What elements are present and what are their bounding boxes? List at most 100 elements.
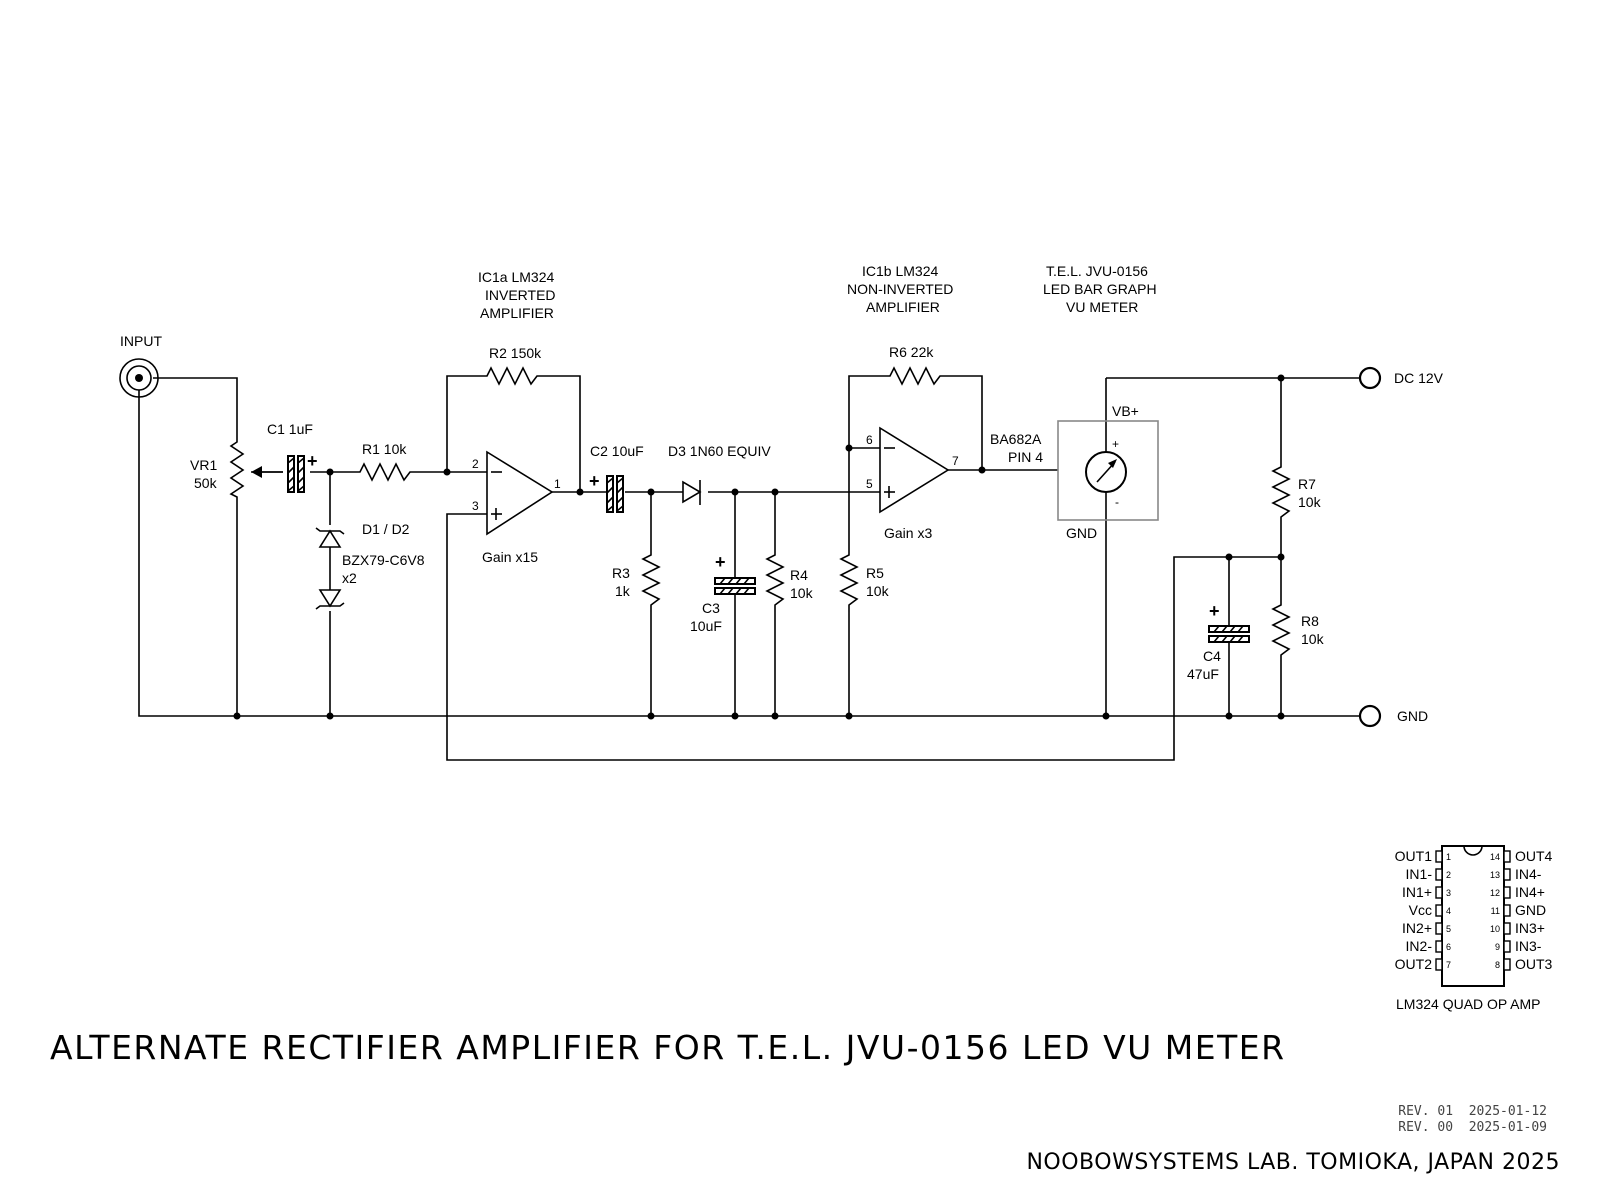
c3-value: 10uF xyxy=(690,618,722,634)
chip-pin xyxy=(1435,886,1443,899)
chip-pin-number: 11 xyxy=(1491,906,1500,916)
ic1a-title: IC1a LM324 xyxy=(478,269,554,285)
gnd-terminal-icon[interactable] xyxy=(1358,704,1382,728)
ic1b-pin5: 5 xyxy=(866,477,873,491)
vr1-potentiometer xyxy=(229,437,283,500)
chip-pin-number: 7 xyxy=(1446,960,1451,970)
ic1a-desc1: INVERTED xyxy=(485,287,556,303)
gnd-label: GND xyxy=(1397,708,1428,724)
chip-pin xyxy=(1503,958,1511,971)
ic1b-gain: Gain x3 xyxy=(884,525,932,541)
c4-label: C4 xyxy=(1203,648,1221,664)
ic1a-pin2: 2 xyxy=(472,457,479,471)
ic1b-title: IC1b LM324 xyxy=(862,263,938,279)
meter-desc2: VU METER xyxy=(1066,299,1138,315)
r7-label: R7 xyxy=(1298,476,1316,492)
c4-capacitor xyxy=(1208,625,1250,643)
revision-line: REV. 01 2025-01-12 xyxy=(1398,1104,1547,1119)
r8-label: R8 xyxy=(1301,613,1319,629)
d1d2-label: D1 / D2 xyxy=(362,521,410,537)
r4-value: 10k xyxy=(790,585,814,601)
chip-pin-name: IN1- xyxy=(1406,866,1433,882)
ic1b-pin7: 7 xyxy=(952,454,959,468)
ic1a-pin1: 1 xyxy=(554,477,561,491)
ic1b-desc1: NON-INVERTED xyxy=(847,281,953,297)
d3-diode xyxy=(682,480,702,505)
r7-value: 10k xyxy=(1298,494,1322,510)
chip-pin xyxy=(1435,940,1443,953)
chip-pin-number: 13 xyxy=(1490,870,1500,880)
c1-capacitor xyxy=(287,455,305,493)
d3-label: D3 1N60 EQUIV xyxy=(668,443,771,459)
chip-pin-name: OUT4 xyxy=(1515,848,1553,864)
chip-pin-number: 9 xyxy=(1495,942,1500,952)
meter-gauge-icon xyxy=(1085,451,1127,493)
ba682-pin: PIN 4 xyxy=(1008,449,1043,465)
chip-pin xyxy=(1503,850,1511,863)
chip-pin-number: 4 xyxy=(1446,906,1451,916)
d2-zener-diode xyxy=(315,589,345,610)
wires xyxy=(138,375,1360,761)
chip-pin xyxy=(1503,904,1511,917)
chip-pin xyxy=(1503,868,1511,881)
chip-pin xyxy=(1435,850,1443,863)
chip-pin xyxy=(1435,922,1443,935)
chip-pin-number: 2 xyxy=(1446,870,1451,880)
r6-label: R6 22k xyxy=(889,344,934,360)
c4-plus: + xyxy=(1209,601,1220,621)
chip-pin xyxy=(1503,922,1511,935)
chip-pin-number: 3 xyxy=(1446,888,1451,898)
c2-capacitor xyxy=(606,475,624,513)
junctions xyxy=(233,374,1285,720)
c3-label: C3 xyxy=(702,600,720,616)
ic1a-pin3: 3 xyxy=(472,499,479,513)
chip-pin-name: IN1+ xyxy=(1402,884,1432,900)
ic1b-pin6: 6 xyxy=(866,433,873,447)
chip-pin-name: OUT3 xyxy=(1515,956,1553,972)
r1-label: R1 10k xyxy=(362,441,407,457)
r6-resistor xyxy=(885,366,948,386)
chip-pin-name: IN4+ xyxy=(1515,884,1545,900)
chip-pin-number: 14 xyxy=(1490,852,1500,862)
dc12v-terminal-icon[interactable] xyxy=(1358,366,1382,390)
input-label: INPUT xyxy=(120,333,162,349)
r5-value: 10k xyxy=(866,583,890,599)
r2-label: R2 150k xyxy=(489,345,542,361)
chip-label: LM324 QUAD OP AMP xyxy=(1396,996,1540,1012)
input-jack-icon[interactable] xyxy=(119,358,159,398)
chip-pin-name: Vcc xyxy=(1409,902,1432,918)
chip-pin xyxy=(1503,940,1511,953)
vr1-value: 50k xyxy=(194,475,218,491)
d1d2-part: BZX79-C6V8 xyxy=(342,552,425,568)
d1-zener-diode xyxy=(315,527,345,548)
chip-pin xyxy=(1435,958,1443,971)
ic1b-desc2: AMPLIFIER xyxy=(866,299,940,315)
meter-plus: + xyxy=(1112,437,1119,451)
ic1a-opamp xyxy=(486,450,554,536)
r3-value: 1k xyxy=(615,583,631,599)
chip-pin-name: IN4- xyxy=(1515,866,1542,882)
chip-pin xyxy=(1435,868,1443,881)
chip-pin xyxy=(1435,904,1443,917)
dc12v-label: DC 12V xyxy=(1394,370,1444,386)
r3-label: R3 xyxy=(612,565,630,581)
chip-pin-number: 8 xyxy=(1495,960,1500,970)
chip-pin-number: 1 xyxy=(1446,852,1451,862)
c2-plus: + xyxy=(589,471,600,491)
chip-pin-number: 12 xyxy=(1490,888,1500,898)
chip-pin-name: IN3- xyxy=(1515,938,1542,954)
r7-resistor xyxy=(1271,462,1291,524)
chip-pin-number: 6 xyxy=(1446,942,1451,952)
chip-pin-name: OUT1 xyxy=(1395,848,1433,864)
c2-label: C2 10uF xyxy=(590,443,644,459)
meter-desc1: LED BAR GRAPH xyxy=(1043,281,1157,297)
r3-resistor xyxy=(641,550,661,612)
meter-vb-label: VB+ xyxy=(1112,403,1139,419)
ic1a-gain: Gain x15 xyxy=(482,549,538,565)
revision-line: REV. 00 2025-01-09 xyxy=(1398,1120,1547,1135)
r1-resistor xyxy=(355,462,418,482)
chip-pin-name: OUT2 xyxy=(1395,956,1433,972)
chip-pin xyxy=(1503,886,1511,899)
